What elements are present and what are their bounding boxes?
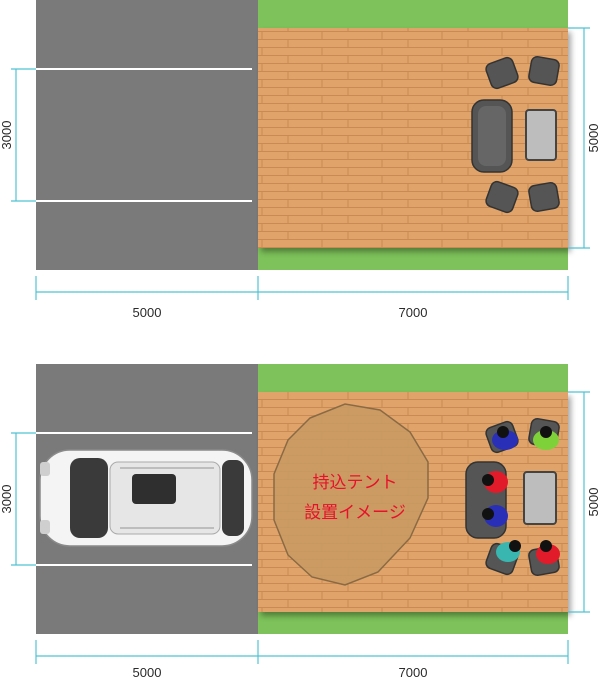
dim-parking-depth-top: 3000 xyxy=(0,68,36,202)
dim-deck-depth-bottom: 5000 xyxy=(568,391,600,613)
person xyxy=(492,426,518,450)
dim-label: 7000 xyxy=(399,665,428,680)
person xyxy=(533,426,559,450)
sofa-cushion xyxy=(478,106,506,166)
chair xyxy=(485,180,519,214)
car xyxy=(39,449,253,547)
wood-deck xyxy=(258,28,568,248)
person xyxy=(496,540,521,562)
dim-label: 5000 xyxy=(586,124,600,153)
tent-label-line2: 設置イメージ xyxy=(304,503,406,523)
table xyxy=(525,109,557,161)
dim-label: 5000 xyxy=(586,488,600,517)
outdoor-sofa-set xyxy=(471,55,560,214)
table xyxy=(523,471,557,525)
dim-label: 5000 xyxy=(133,305,162,320)
person xyxy=(536,540,560,564)
chair xyxy=(485,56,519,90)
plan-bottom: 持込テント 設置イメージ 3000 xyxy=(0,364,600,680)
plan-top: 3000 5000 5000 7000 xyxy=(0,0,600,320)
dim-label: 7000 xyxy=(399,305,428,320)
dim-deck-depth-top: 5000 xyxy=(568,27,600,249)
chair xyxy=(528,55,560,87)
chair xyxy=(528,181,560,213)
tent-label-line1: 持込テント xyxy=(313,473,398,493)
dim-label: 5000 xyxy=(133,665,162,680)
person xyxy=(482,471,508,493)
dim-label: 3000 xyxy=(0,485,14,514)
people xyxy=(482,426,560,564)
person xyxy=(482,505,508,527)
dim-label: 3000 xyxy=(0,121,14,150)
dim-widths-top: 5000 7000 xyxy=(35,276,569,320)
dim-widths-bottom: 5000 7000 xyxy=(35,640,569,680)
parking-area xyxy=(36,0,258,270)
tent-footprint xyxy=(273,403,429,586)
dim-parking-depth-bottom: 3000 xyxy=(0,432,36,566)
tent: 持込テント 設置イメージ xyxy=(273,403,429,586)
